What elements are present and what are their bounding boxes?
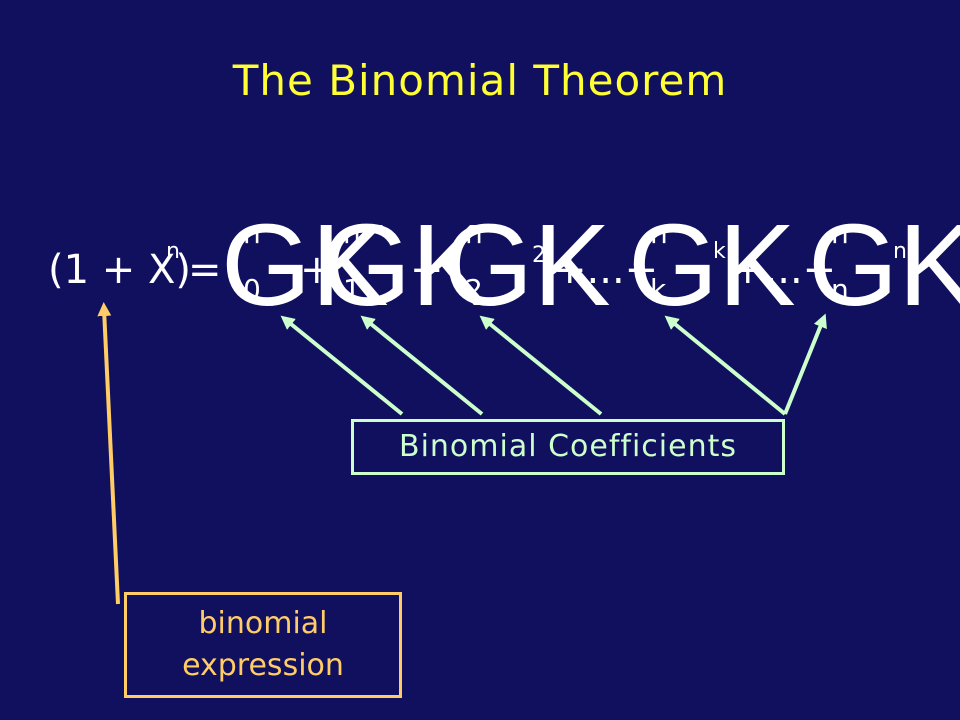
coefficient-power-k: k — [713, 239, 726, 264]
arrow-to-coefficient-k — [664, 315, 787, 416]
coefficient-bottom-1: 1 — [343, 273, 361, 306]
coefficient-bottom-k: k — [650, 273, 667, 306]
arrow-to-binomial-expression — [97, 302, 120, 605]
binomial-expression-line-2: expression — [182, 648, 344, 683]
coefficient-glyph-2: GK — [443, 200, 611, 330]
arrow-to-coefficient-0 — [280, 315, 404, 416]
plus-sign-2: + — [410, 247, 444, 293]
coefficient-glyph-k: GK — [628, 200, 796, 330]
binomial-expression-line-1: binomial — [198, 606, 328, 641]
coefficient-arrows — [280, 313, 827, 416]
coefficient-glyph-1: GK — [321, 200, 489, 330]
coefficient-power-n: n — [893, 239, 907, 264]
coefficient-bottom-n: n — [831, 273, 849, 306]
left-side-expression: (1 + X) — [48, 247, 191, 293]
ellipsis-plus-2: +...+ — [731, 247, 836, 293]
coefficient-2: GK n 2 2 — [443, 200, 611, 330]
coefficient-top-1: n — [343, 217, 361, 250]
arrow-to-coefficient-1 — [360, 315, 484, 416]
coefficient-top-n: n — [831, 217, 849, 250]
plus-sign-1: + — [300, 247, 334, 293]
coefficient-power-2: 2 — [532, 243, 546, 268]
arrow-to-coefficient-2 — [479, 315, 603, 416]
binomial-coefficients-label: Binomial Coefficients — [351, 419, 785, 475]
coefficient-k: GK n k k — [628, 200, 796, 330]
slide-title: The Binomial Theorem — [232, 56, 728, 105]
coefficient-top-0: n — [243, 217, 261, 250]
arrow-to-coefficient-n — [783, 313, 827, 415]
coefficient-0: GK n 0 — [221, 200, 389, 330]
left-side-exponent: n — [166, 239, 180, 264]
coefficient-top-2: n — [465, 217, 483, 250]
binomial-expression-label: binomial expression — [124, 592, 402, 698]
coefficient-top-k: n — [650, 217, 668, 250]
ellipsis-plus-1: +...+ — [553, 247, 658, 293]
coefficient-glyph-n: GK — [808, 200, 960, 330]
coefficient-1: GK n 1 — [321, 200, 489, 330]
equals-sign: = — [188, 247, 222, 293]
coefficient-n: GK n n n — [808, 200, 960, 330]
coefficient-bottom-0: 0 — [243, 273, 261, 306]
coefficient-glyph-0: GK — [221, 200, 389, 330]
coefficient-bottom-2: 2 — [465, 273, 483, 306]
